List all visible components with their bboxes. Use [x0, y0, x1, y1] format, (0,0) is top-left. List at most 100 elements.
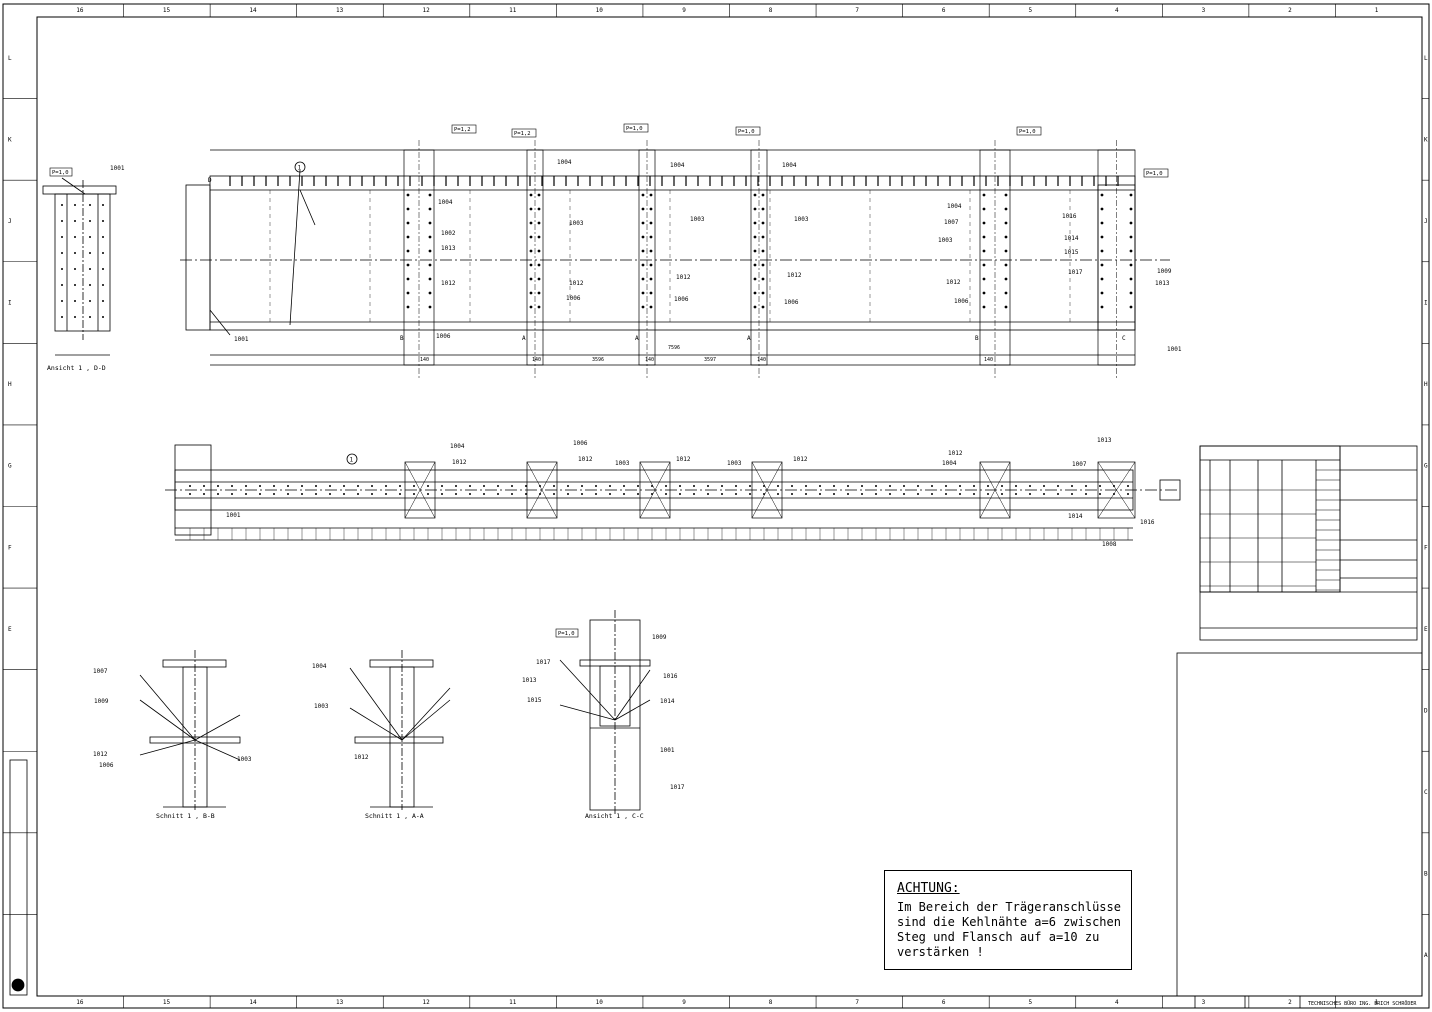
stud-mark — [245, 493, 247, 495]
end-view-labels: P=1,0 1001 Ansicht 1 , D-D — [47, 165, 125, 372]
bolt-hole — [753, 193, 757, 197]
part-label: 1003 — [615, 460, 630, 467]
part-label: 1006 — [99, 762, 114, 769]
title-block-labels: TECHNISCHES BÜRO ING. ERICH SCHRÖDER — [1308, 1000, 1417, 1007]
stud-mark — [777, 493, 779, 495]
bolt-hole — [1100, 221, 1104, 225]
bolt-hole — [61, 204, 63, 206]
position-bubble — [294, 161, 306, 173]
stud-mark — [819, 485, 821, 487]
part-label: 1012 — [793, 456, 808, 463]
stud-mark — [987, 493, 989, 495]
column-number: 2 — [1288, 999, 1292, 1006]
row-letter: G — [8, 463, 12, 470]
part-label: 1013 — [522, 677, 537, 684]
bolt-hole — [761, 263, 765, 267]
stud-mark — [805, 485, 807, 487]
drafting-office: TECHNISCHES BÜRO ING. ERICH SCHRÖDER — [1308, 1000, 1417, 1007]
bolt-hole — [1004, 249, 1008, 253]
left-margin-strip — [9, 759, 28, 996]
stud-mark — [259, 485, 261, 487]
bolt-hole — [74, 284, 76, 286]
bolt-hole — [537, 221, 541, 225]
stud-mark — [1015, 493, 1017, 495]
part-label: 1012 — [676, 274, 691, 281]
bolt-hole — [406, 193, 410, 197]
stud-mark — [875, 493, 877, 495]
dimension-value: 140 — [645, 357, 654, 363]
leader-line — [979, 461, 1011, 519]
part-label: 1017 — [536, 659, 551, 666]
part-label: 1009 — [652, 634, 667, 641]
row-letter: I — [8, 300, 12, 307]
bolt-hole — [641, 263, 645, 267]
stud-mark — [833, 493, 835, 495]
bolt-hole — [428, 207, 432, 211]
part-label: 1016 — [1062, 213, 1077, 220]
bolt-hole — [761, 277, 765, 281]
end-view-dd — [42, 177, 117, 356]
stud-mark — [357, 485, 359, 487]
bolt-hole — [406, 235, 410, 239]
load-marker: P=1,0 — [738, 129, 755, 135]
part-label: 1003 — [727, 460, 742, 467]
column-number: 4 — [1115, 7, 1119, 14]
bolt-hole — [61, 252, 63, 254]
stud-mark — [1071, 485, 1073, 487]
stud-mark — [301, 493, 303, 495]
section-marker: A — [522, 335, 526, 342]
bolt-hole — [761, 207, 765, 211]
column-number: 8 — [769, 999, 773, 1006]
stud-mark — [413, 485, 415, 487]
bolt-hole — [406, 291, 410, 295]
bolt-hole — [89, 284, 91, 286]
connection-plate — [979, 461, 1011, 519]
stud-mark — [1099, 493, 1101, 495]
position-number: 1 — [298, 165, 302, 172]
bolt-hole — [649, 277, 653, 281]
bolt-hole — [406, 207, 410, 211]
part-label: 1002 — [441, 230, 456, 237]
dimension-value: 3597 — [704, 357, 716, 363]
part-label: 1003 — [237, 756, 252, 763]
stud-mark — [637, 485, 639, 487]
column-number: 14 — [249, 7, 257, 14]
bolt-hole — [641, 291, 645, 295]
stud-mark — [301, 485, 303, 487]
title-block — [1176, 652, 1423, 1008]
stud-mark — [973, 485, 975, 487]
section-marker: B — [400, 335, 404, 342]
load-marker: P=1,2 — [454, 127, 471, 133]
stud-mark — [203, 485, 205, 487]
bolt-hole — [529, 263, 533, 267]
stud-mark — [371, 485, 373, 487]
bolt-hole — [1004, 305, 1008, 309]
row-letter: I — [1424, 300, 1428, 307]
bolt-hole — [982, 305, 986, 309]
part-label: 1009 — [94, 698, 109, 705]
section-marker: B — [975, 335, 979, 342]
column-number: 6 — [942, 999, 946, 1006]
part-label: 1013 — [1097, 437, 1112, 444]
bolt-hole — [89, 252, 91, 254]
stud-mark — [889, 485, 891, 487]
stud-mark — [1057, 493, 1059, 495]
column-number: 8 — [769, 7, 773, 14]
bolt-hole — [406, 263, 410, 267]
part-label: 1016 — [663, 673, 678, 680]
stud-mark — [385, 493, 387, 495]
column-number: 10 — [596, 7, 604, 14]
bolt-hole — [537, 235, 541, 239]
bolt-hole — [641, 277, 645, 281]
stud-mark — [231, 485, 233, 487]
stud-mark — [917, 485, 919, 487]
stud-mark — [987, 485, 989, 487]
bolt-hole — [1129, 291, 1133, 295]
note-line: Steg und Flansch auf a=10 zu — [897, 930, 1100, 944]
bolt-hole — [428, 221, 432, 225]
stud-mark — [427, 485, 429, 487]
dimension-value: 140 — [757, 357, 766, 363]
section-marker: C — [1122, 335, 1126, 342]
part-label: 1001 — [110, 165, 125, 172]
